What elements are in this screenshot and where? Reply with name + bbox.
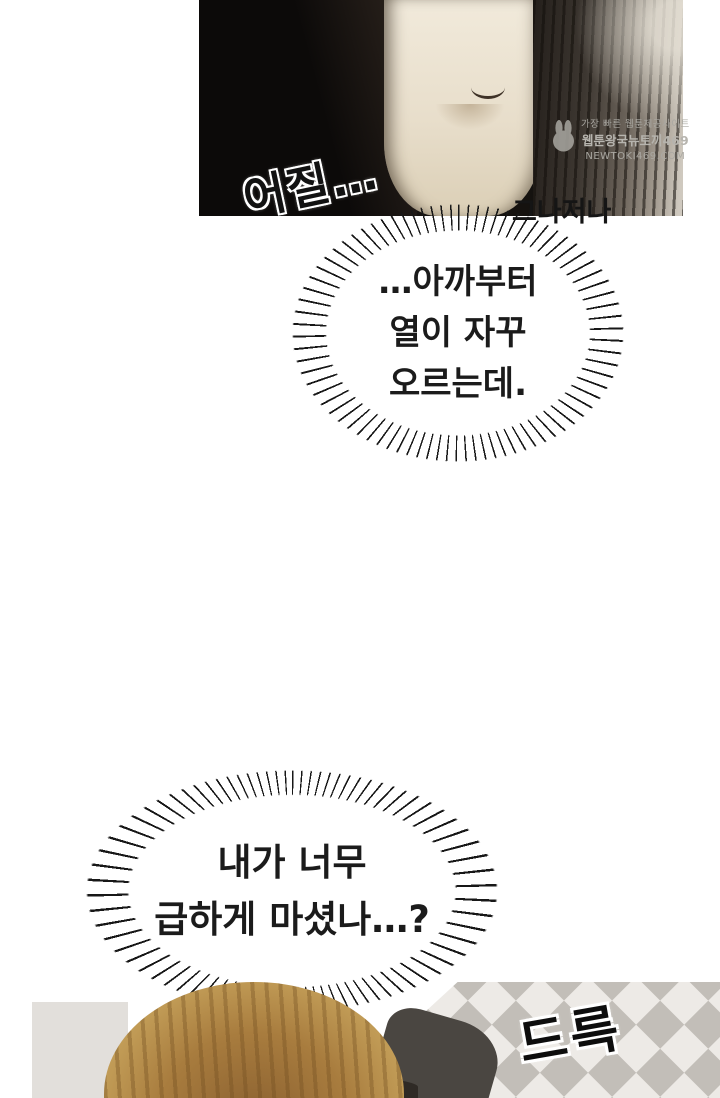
- character-hair-top: [104, 982, 404, 1098]
- bubble-1-line-1: …아까부터: [378, 261, 538, 302]
- thought-bubble-1: …아까부터 열이 자꾸 오르는데.: [292, 204, 624, 462]
- hair-right-shape: [532, 0, 683, 216]
- bubble-2-line-2: 급하게 마셨나…?: [154, 898, 430, 941]
- watermark-line-1: 가장 빠른 웹툰제공사이트: [581, 119, 690, 130]
- chin-shading: [435, 104, 505, 130]
- hair-left-shape: [199, 0, 417, 216]
- site-watermark: 가장 빠른 웹툰제공사이트 웹툰왕국뉴토끼469 NEWTOKI469.COM: [548, 118, 698, 164]
- mouth-line: [471, 76, 505, 99]
- bubble-2-line-1: 내가 너무: [217, 840, 367, 884]
- burst-rays: [86, 770, 498, 1012]
- top-panel: [199, 0, 683, 216]
- bubble-2-text: 내가 너무 급하게 마셨나…?: [86, 770, 498, 1012]
- bubble-1-line-3: 오르는데.: [388, 363, 528, 404]
- burst-rays: [292, 204, 624, 462]
- character-neck: [384, 0, 542, 216]
- bubble-1-line-2: 열이 자꾸: [389, 312, 527, 353]
- bottom-scene: [0, 982, 720, 1098]
- bubble-1-text: …아까부터 열이 자꾸 오르는데.: [292, 204, 624, 462]
- thought-bubble-2: 내가 너무 급하게 마셨나…?: [86, 770, 498, 1012]
- rabbit-logo-icon: [548, 120, 578, 158]
- watermark-text: 가장 빠른 웹툰제공사이트 웹툰왕국뉴토끼469 NEWTOKI469.COM: [581, 118, 690, 164]
- watermark-line-2: 웹툰왕국뉴토끼469: [582, 132, 689, 148]
- watermark-line-3: NEWTOKI469.COM: [585, 150, 686, 162]
